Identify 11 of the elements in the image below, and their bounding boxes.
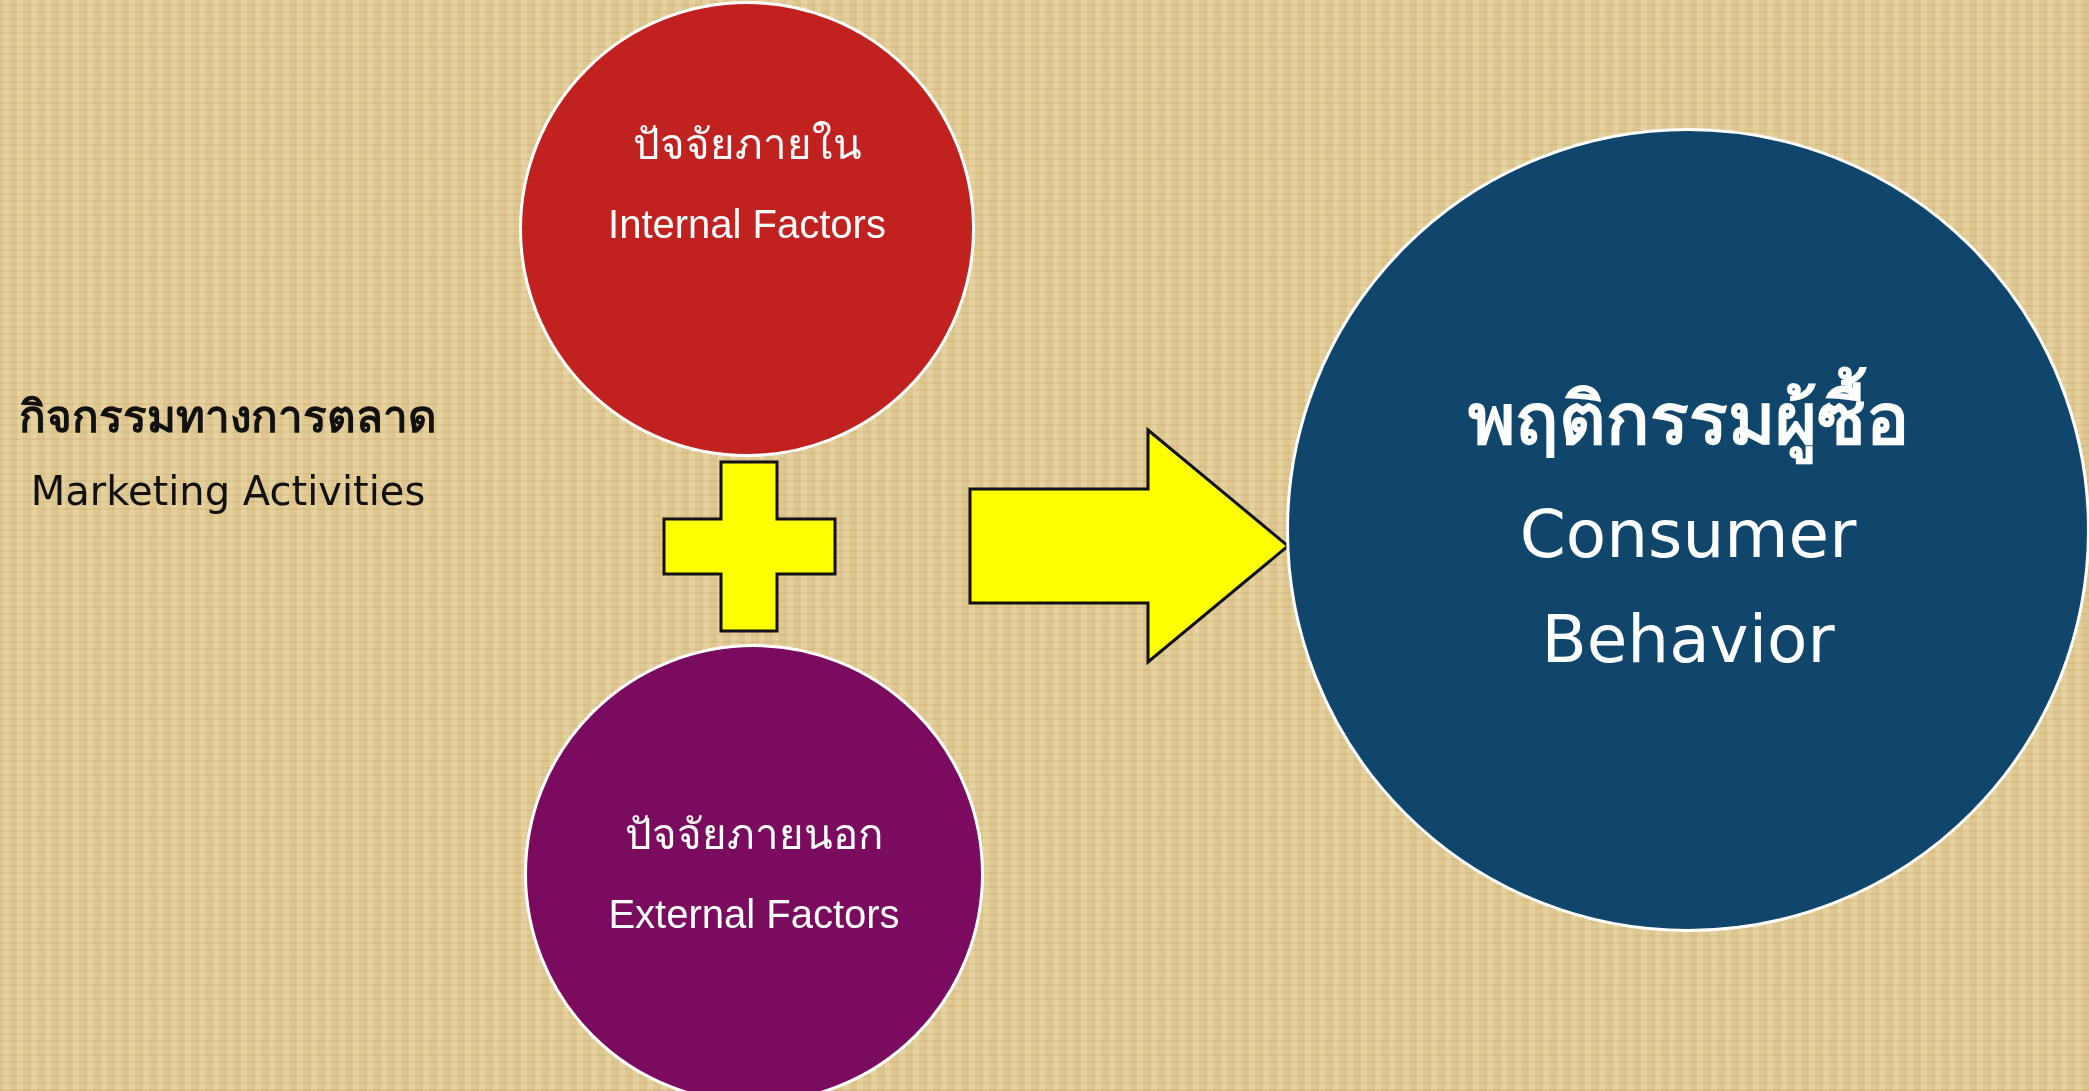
subtitle-text: Consumer Behavior <box>1518 494 1858 681</box>
subtitle-text: Marketing Activities <box>30 467 426 517</box>
heading-text: พฤติกรรมผู้ซื้อ <box>1467 367 1909 472</box>
subtitle-text: External Factors <box>608 891 900 939</box>
circle-node <box>1286 128 2089 932</box>
heading-text: ปัจจัยภายใน <box>632 118 862 171</box>
heading-text: ปัจจัยภายนอก <box>625 808 883 861</box>
heading-text: กิจกรรมทางการตลาด <box>19 389 437 444</box>
subtitle-text: Internal Factors <box>608 201 886 249</box>
circle-node <box>519 1 975 457</box>
circle-node <box>524 644 984 1091</box>
